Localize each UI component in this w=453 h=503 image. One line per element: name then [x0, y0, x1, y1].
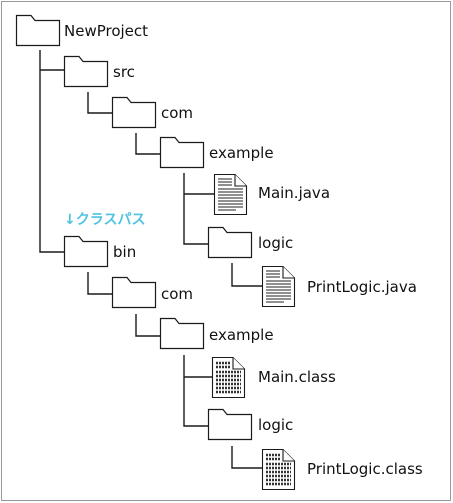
connector-src-com [87, 92, 112, 114]
connector-src-example-children [183, 173, 214, 245]
label-main-class: Main.class [258, 368, 336, 386]
connector-bin-com [87, 272, 112, 295]
folder-icon-src-example [159, 136, 205, 169]
connector-src-com-example [135, 133, 160, 155]
connector-root-children [39, 50, 64, 253]
folder-icon-src-com [111, 96, 157, 129]
folder-icon-bin-logic [207, 408, 253, 441]
binary-file-icon-printlogic-class [261, 448, 296, 491]
connector-bin-logic-printlogic [231, 446, 262, 469]
label-bin-logic: logic [258, 416, 294, 434]
connector-bin-example-children [183, 355, 212, 427]
folder-icon-bin [63, 235, 109, 268]
folder-icon-src-logic [207, 226, 253, 259]
connector-src-logic-printlogic [231, 263, 262, 287]
folder-icon-newproject [15, 14, 61, 47]
text-file-icon-printlogic-java [261, 265, 296, 308]
connector-bin-com-example [135, 314, 160, 337]
label-main-java: Main.java [258, 184, 331, 202]
binary-file-icon-main-class [211, 356, 246, 399]
label-bin-example: example [209, 326, 274, 344]
folder-icon-bin-com [111, 276, 157, 309]
label-bin-com: com [161, 285, 194, 303]
label-printlogic-java: PrintLogic.java [307, 278, 417, 296]
text-file-icon-main-java [213, 173, 248, 216]
label-bin: bin [113, 243, 137, 261]
label-src-com: com [161, 104, 194, 122]
folder-icon-bin-example [159, 317, 205, 350]
label-src-example: example [209, 144, 274, 162]
label-src-logic: logic [258, 234, 294, 252]
label-printlogic-class: PrintLogic.class [307, 460, 423, 478]
label-newproject: NewProject [64, 22, 149, 40]
classpath-note: ↓クラスパス [64, 212, 146, 228]
label-src: src [113, 63, 135, 81]
folder-icon-src [63, 55, 109, 88]
